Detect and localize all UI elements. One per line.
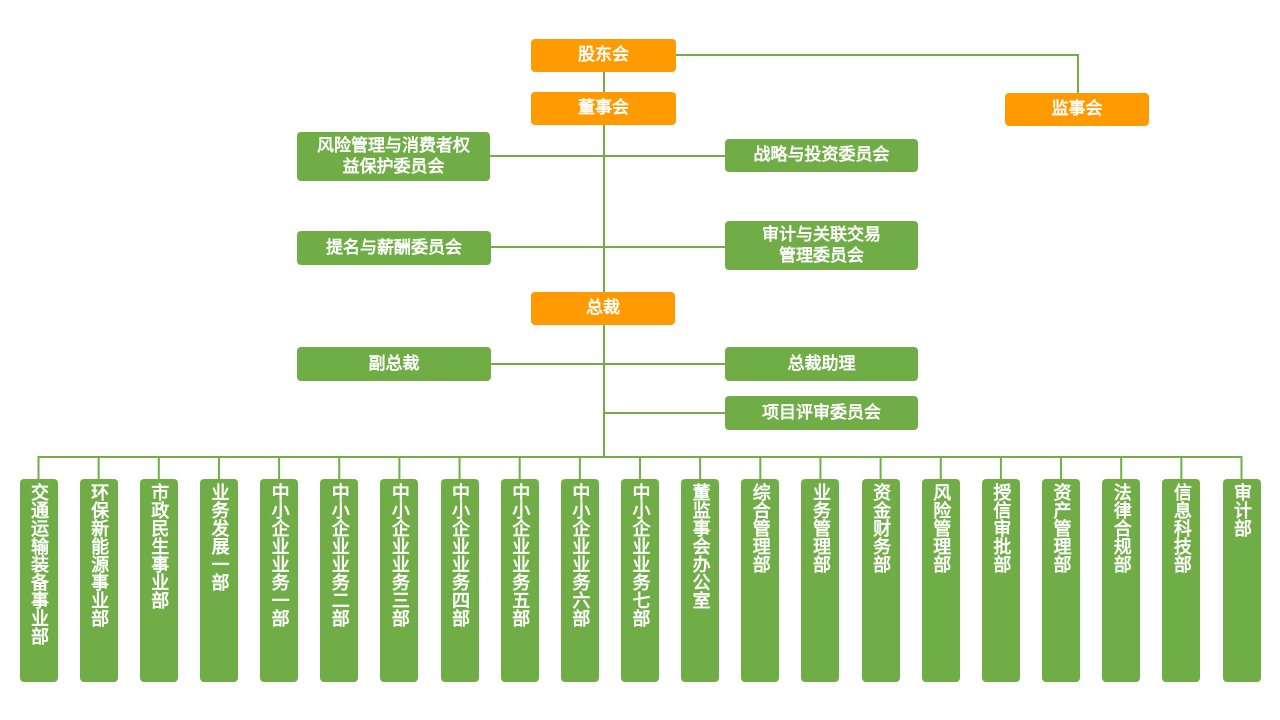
department-node: 业务管理部	[801, 479, 840, 682]
department-node: 资金财务部	[861, 479, 900, 682]
department-node: 资产管理部	[1042, 479, 1081, 682]
department-node: 法律合规部	[1102, 479, 1141, 682]
department-drop-lines	[37, 456, 1243, 480]
department-node: 交通运输装备事业部	[19, 479, 58, 682]
risk-consumer-protection-committee-node: 风险管理与消费者权 益保护委员会	[297, 132, 490, 181]
audit-committee-line-2: 管理委员会	[779, 245, 864, 266]
department-node: 风险管理部	[921, 479, 960, 682]
audit-related-transactions-committee-node: 审计与关联交易 管理委员会	[725, 221, 918, 270]
department-node: 中小企业业务三部	[380, 479, 419, 682]
department-node: 综合管理部	[741, 479, 780, 682]
strategy-investment-committee-node: 战略与投资委员会	[725, 139, 918, 172]
board-of-supervisors-node: 监事会	[1005, 93, 1149, 126]
audit-committee-line-1: 审计与关联交易	[762, 224, 881, 245]
project-review-committee-node: 项目评审委员会	[725, 396, 918, 430]
department-node: 审计部	[1222, 479, 1261, 682]
department-node: 中小企业业务五部	[500, 479, 539, 682]
department-node: 中小企业业务二部	[320, 479, 359, 682]
department-node: 信息科技部	[1162, 479, 1201, 682]
department-node: 授信审批部	[981, 479, 1020, 682]
department-node: 中小企业业务六部	[560, 479, 599, 682]
department-node: 中小企业业务七部	[621, 479, 659, 682]
nomination-remuneration-committee-node: 提名与薪酬委员会	[297, 231, 491, 265]
department-node: 董监事会办公室	[681, 479, 720, 682]
shareholders-meeting-node: 股东会	[531, 39, 676, 72]
president-assistant-node: 总裁助理	[725, 347, 918, 381]
department-node: 中小企业业务一部	[260, 479, 299, 682]
board-of-directors-node: 董事会	[531, 92, 676, 125]
department-node: 环保新能源事业部	[79, 479, 118, 682]
vice-president-node: 副总裁	[297, 347, 491, 381]
department-node: 市政民生事业部	[139, 479, 178, 682]
department-node: 中小企业业务四部	[440, 479, 479, 682]
risk-committee-line-1: 风险管理与消费者权	[317, 135, 470, 156]
risk-committee-line-2: 益保护委员会	[342, 156, 445, 177]
president-node: 总裁	[531, 292, 675, 325]
department-node: 业务发展一部	[199, 479, 238, 682]
